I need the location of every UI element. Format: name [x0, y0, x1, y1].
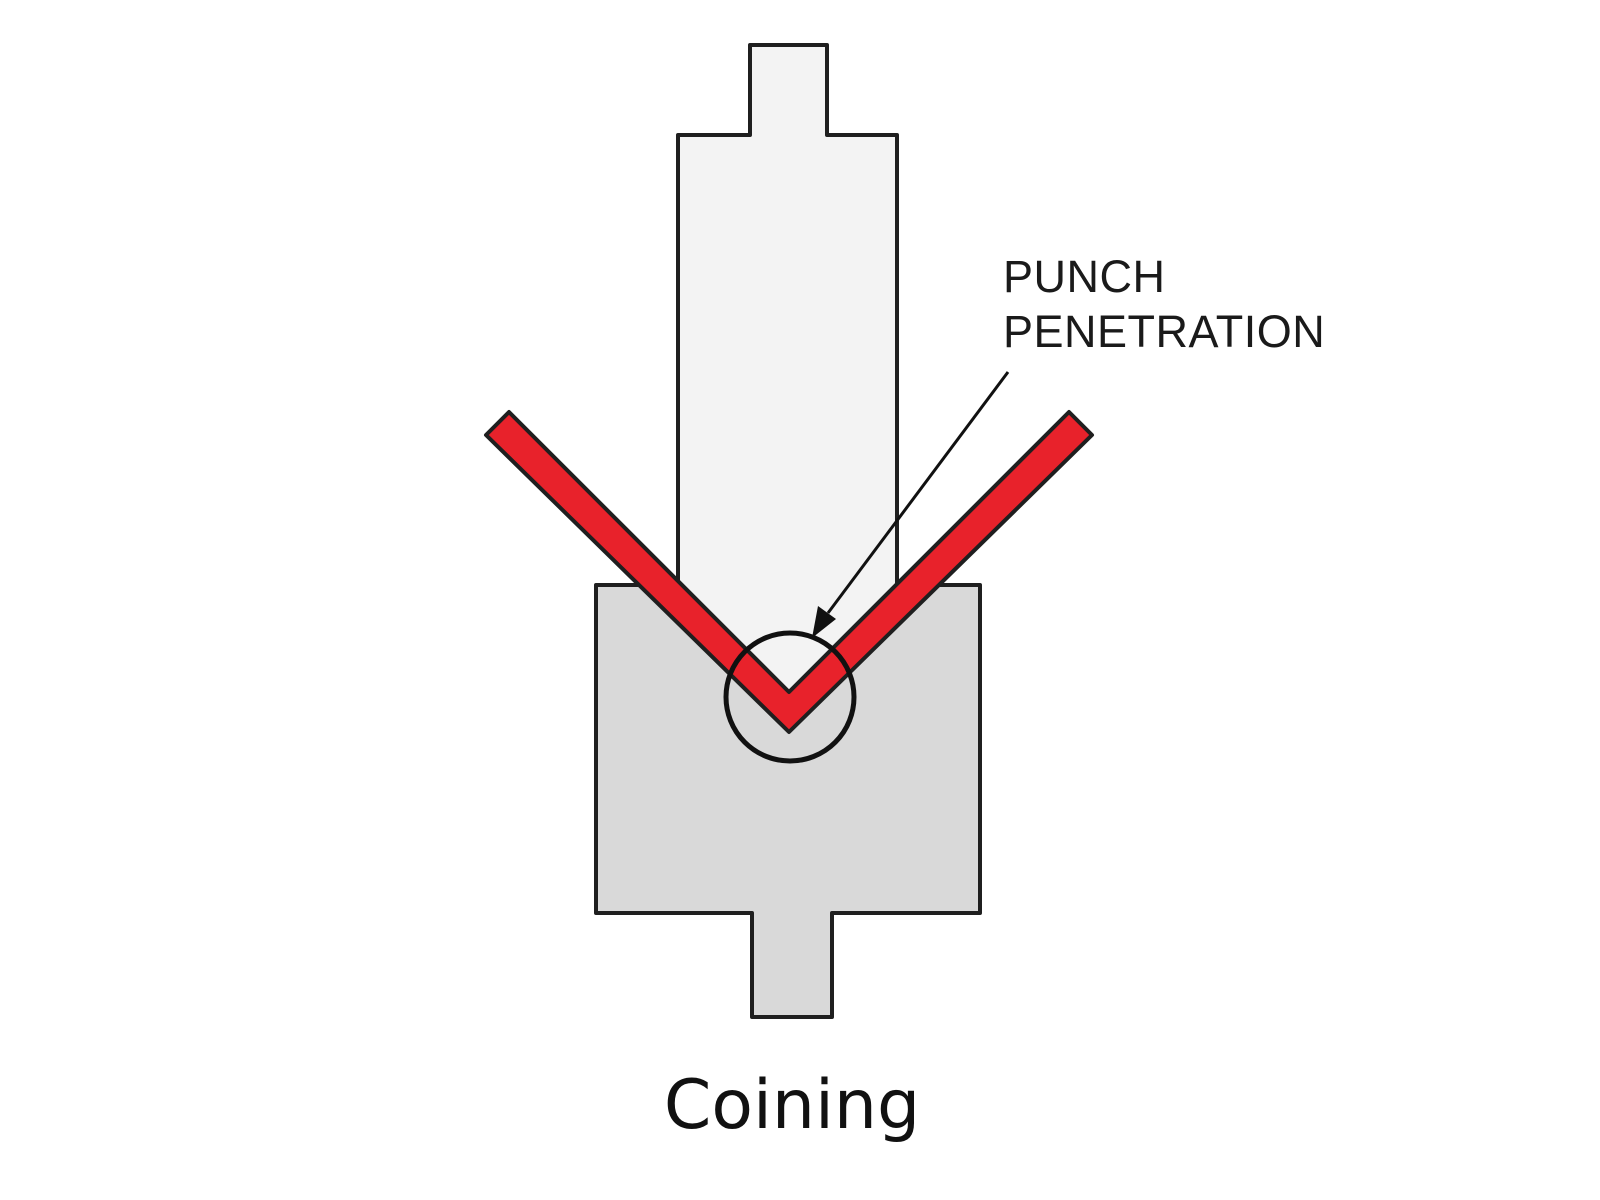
penetration-circle [723, 630, 857, 764]
leader-line [826, 371, 1010, 614]
diagram-caption: Coining [664, 1066, 920, 1145]
annotation-line-1: PUNCH [1003, 251, 1166, 302]
arrow-head [812, 606, 836, 638]
sheet-metal [484, 410, 1094, 734]
punch [676, 43, 899, 698]
annotation-line-2: PENETRATION [1003, 306, 1325, 357]
